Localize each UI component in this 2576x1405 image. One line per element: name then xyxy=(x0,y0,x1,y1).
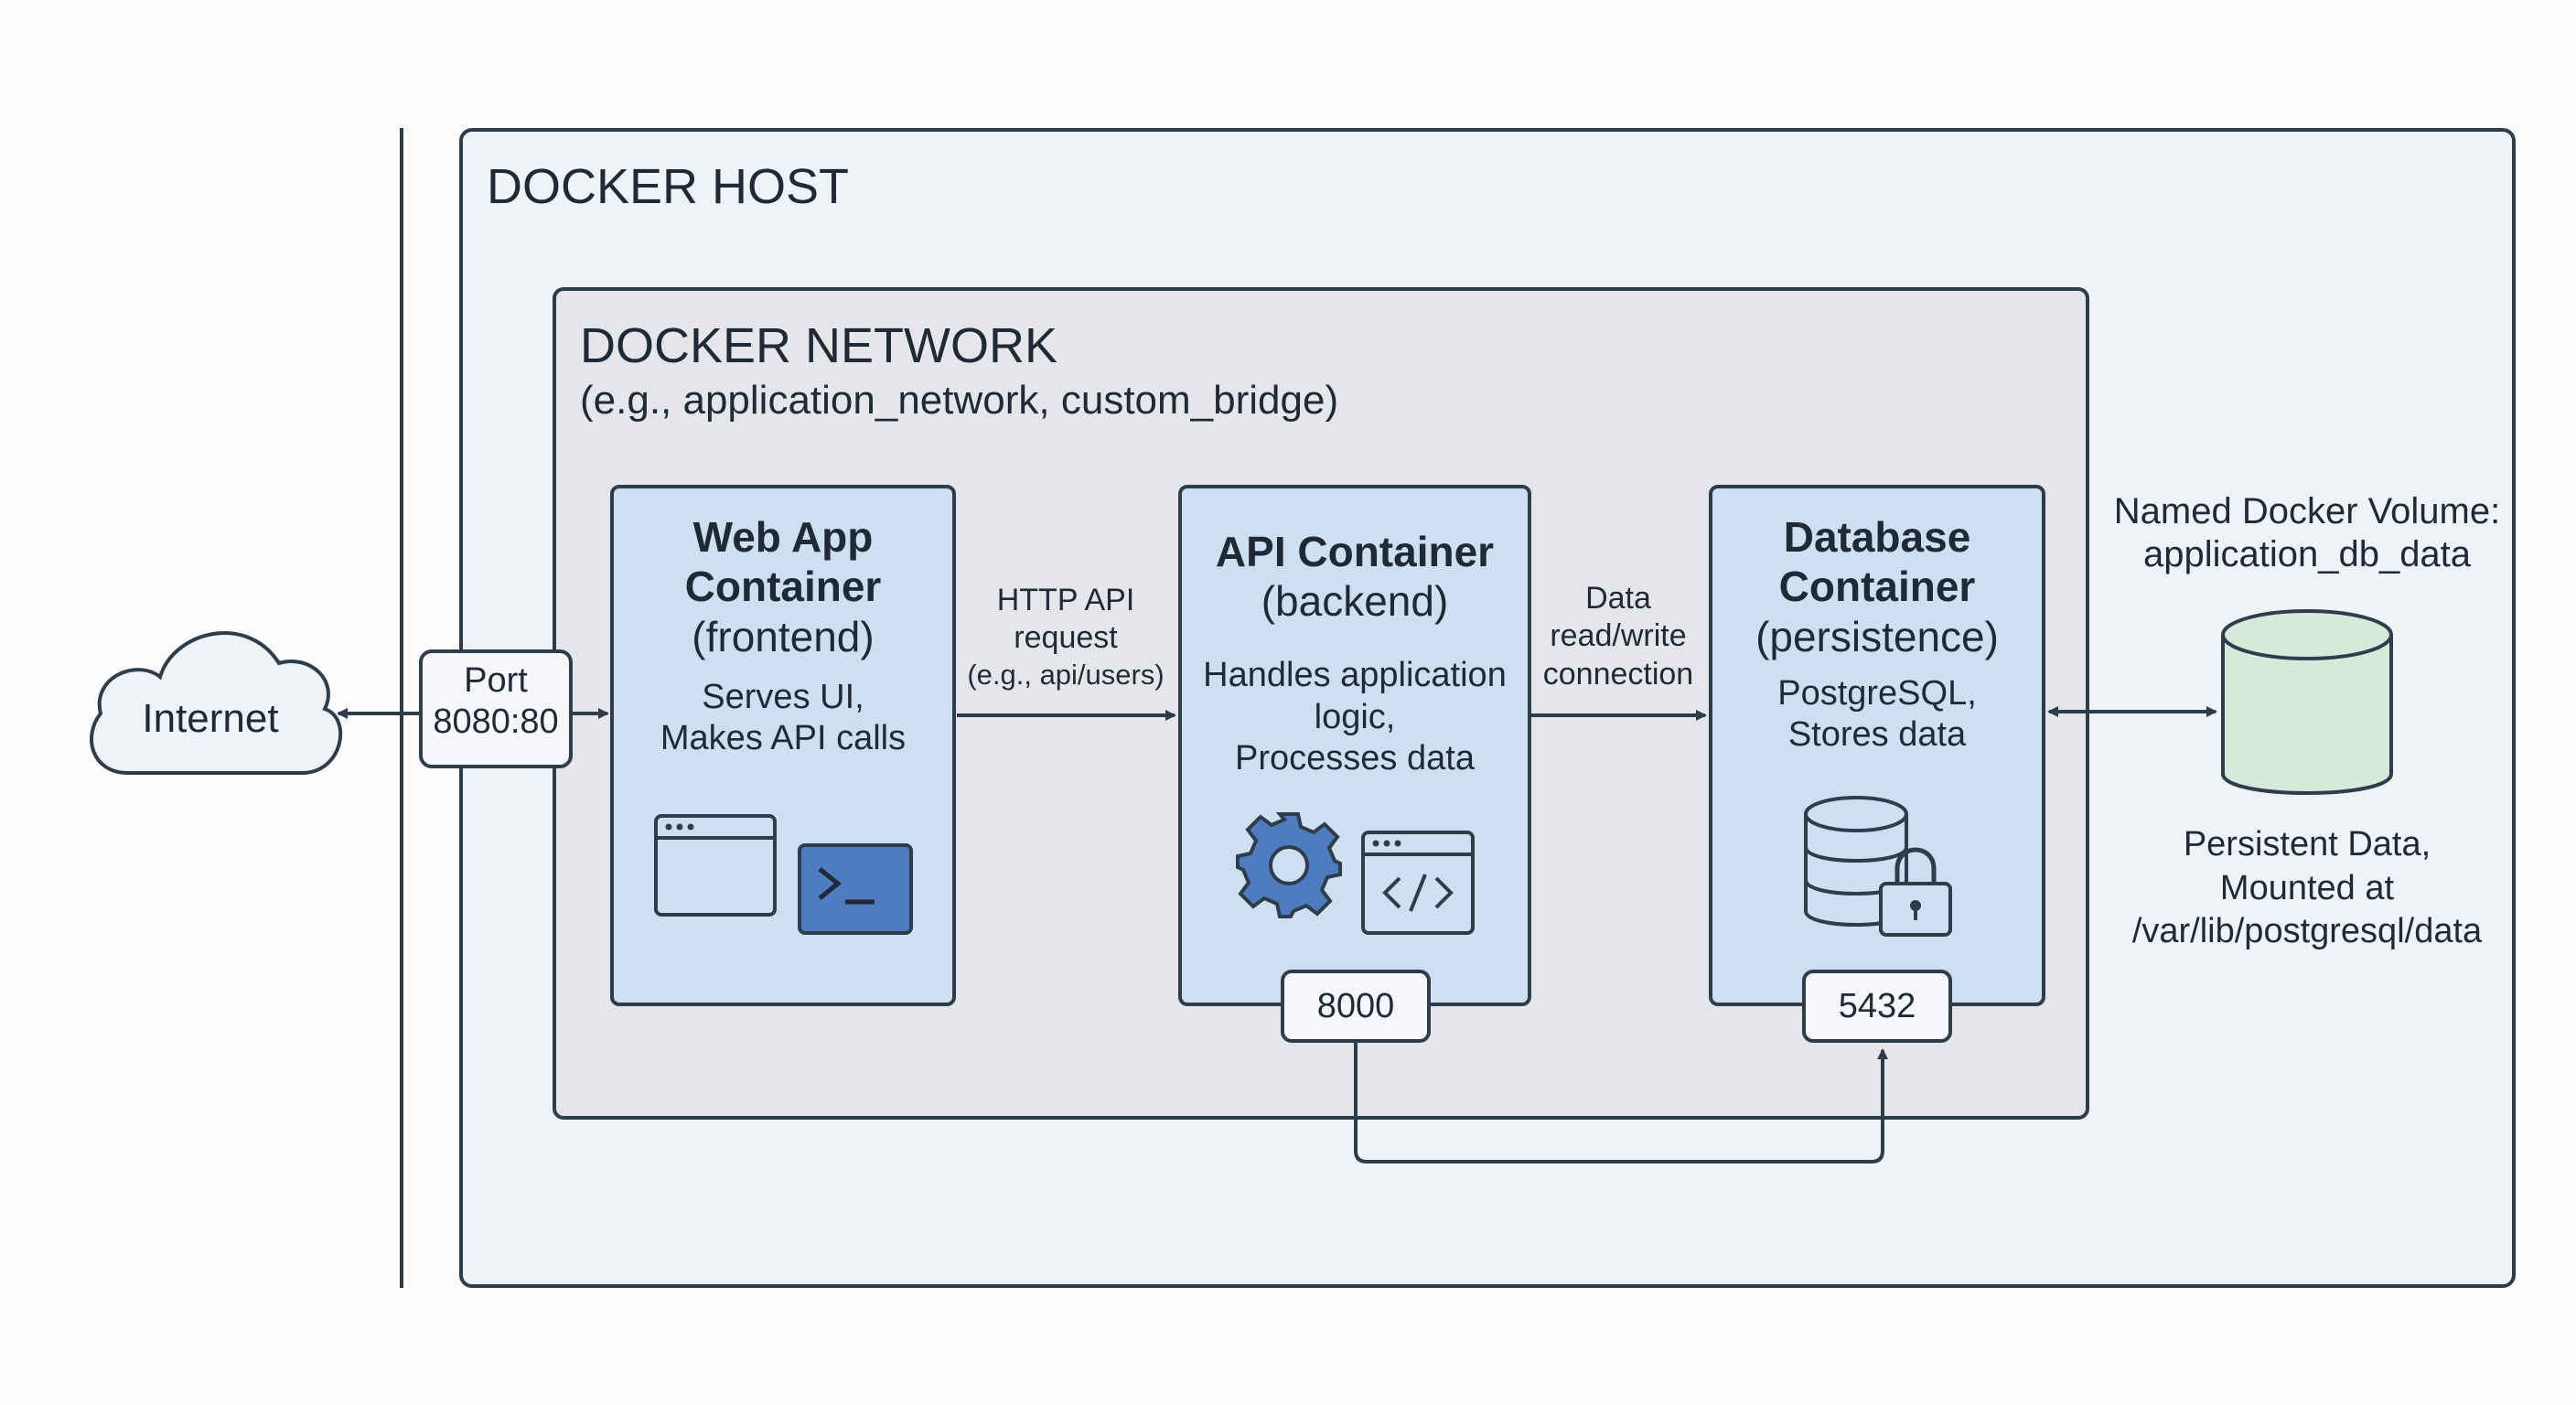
volume-title-1: Named Docker Volume: xyxy=(2113,491,2501,531)
web-app-title: Web App Container (frontend) xyxy=(612,512,954,661)
database-desc-2: Stores data xyxy=(1787,714,1967,754)
database-description: PostgreSQL, Stores data xyxy=(1711,673,2044,756)
web-app-title-1: Web App xyxy=(692,513,874,561)
internet-label: Internet xyxy=(142,696,279,741)
docker-network-subtitle: (e.g., application_network, custom_bridg… xyxy=(580,378,1338,423)
code-window-icon xyxy=(1361,831,1475,935)
http-label-3: (e.g., api/users) xyxy=(967,658,1165,691)
gear-icon xyxy=(1236,812,1342,918)
terminal-icon xyxy=(798,843,913,935)
api-port-badge xyxy=(1281,970,1431,1043)
data-label-2: read/write xyxy=(1550,618,1687,654)
docker-host-title: DOCKER HOST xyxy=(487,159,849,214)
data-label-1: Data xyxy=(1585,581,1651,616)
data-arrow-label: Data read/write connection xyxy=(1531,580,1705,693)
database-title-3: (persistence) xyxy=(1755,612,1999,660)
browser-window-icon xyxy=(654,814,777,917)
volume-desc-2: Mounted at xyxy=(2219,868,2395,907)
database-lock-icon xyxy=(1804,796,1952,937)
web-app-desc-2: Makes API calls xyxy=(660,718,907,757)
api-description: Handles application logic, Processes dat… xyxy=(1180,655,1530,780)
volume-title: Named Docker Volume: application_db_data xyxy=(2086,490,2528,576)
api-desc-2: logic, xyxy=(1314,697,1396,736)
http-arrow-label: HTTP API request (e.g., api/users) xyxy=(957,582,1175,692)
api-desc-3: Processes data xyxy=(1235,739,1475,778)
db-port-label: 5432 xyxy=(1838,987,1916,1025)
data-label-3: connection xyxy=(1542,656,1694,692)
port-mapping-box xyxy=(419,649,573,768)
volume-desc-3: /var/lib/postgresql/data xyxy=(2131,912,2483,950)
web-app-title-3: (frontend) xyxy=(692,612,875,660)
web-app-description: Serves UI, Makes API calls xyxy=(612,677,954,759)
api-desc-1: Handles application xyxy=(1203,656,1507,694)
api-port-label: 8000 xyxy=(1316,987,1395,1025)
database-desc-1: PostgreSQL, xyxy=(1777,674,1977,713)
cylinder-volume-icon xyxy=(2221,609,2393,795)
cloud-icon xyxy=(90,631,343,775)
db-port-badge xyxy=(1802,970,1952,1043)
api-db-port-connector xyxy=(1354,1043,1888,1164)
database-title-2: Container xyxy=(1778,563,1976,611)
port-line-2: 8080:80 xyxy=(433,702,559,741)
volume-title-2: application_db_data xyxy=(2142,534,2472,575)
database-title: Database Container (persistence) xyxy=(1711,512,2044,661)
api-title-1: API Container xyxy=(1215,528,1495,575)
database-title-1: Database xyxy=(1783,513,1971,561)
api-title-2: (backend) xyxy=(1261,577,1449,626)
docker-network-title: DOCKER NETWORK xyxy=(580,318,1057,373)
web-app-title-2: Container xyxy=(684,563,882,611)
volume-desc-1: Persistent Data, xyxy=(2183,825,2431,863)
http-label-2: request xyxy=(1014,620,1118,656)
port-mapping-label: Port 8080:80 xyxy=(421,660,571,743)
web-app-desc-1: Serves UI, xyxy=(702,678,864,716)
http-label-1: HTTP API xyxy=(996,583,1135,617)
port-line-1: Port xyxy=(464,661,528,700)
volume-description: Persistent Data, Mounted at /var/lib/pos… xyxy=(2086,823,2528,954)
api-title: API Container (backend) xyxy=(1180,527,1530,627)
